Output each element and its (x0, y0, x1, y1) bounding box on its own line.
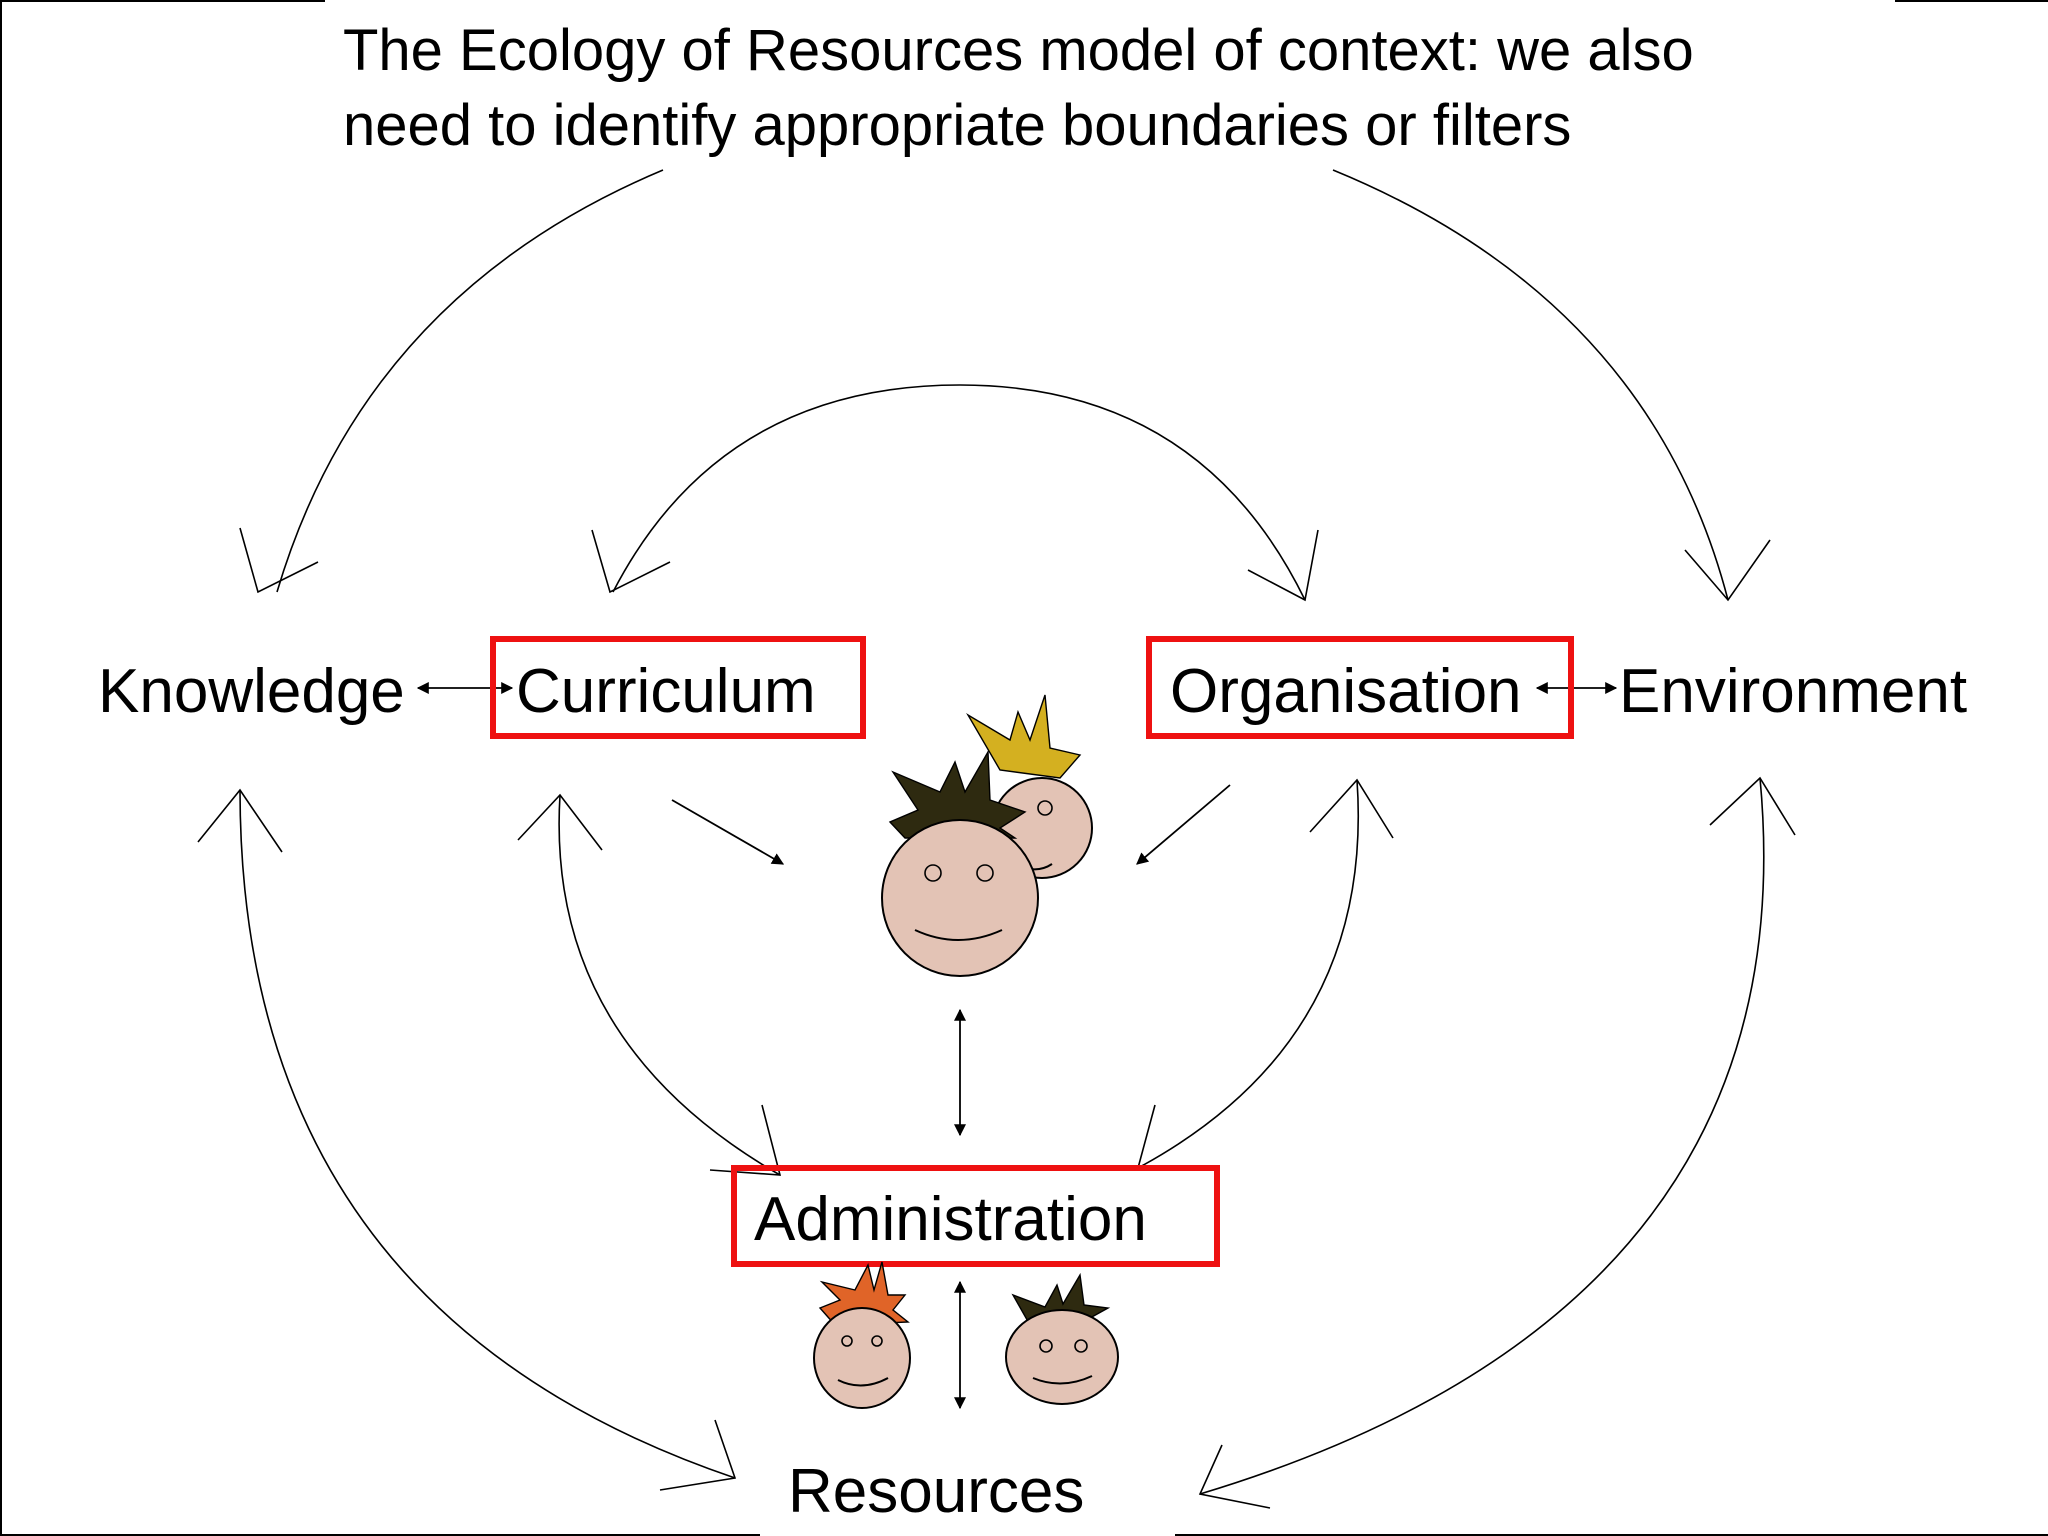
administration-filter-box (731, 1165, 1220, 1267)
learner-front-face-icon (881, 749, 1039, 977)
arrow-environment-to-resources (1199, 777, 1765, 1495)
connectors (416, 682, 1618, 1410)
arrow-curriculum-administration (558, 794, 781, 1176)
inner-arch (591, 384, 1319, 602)
knowledge-label: Knowledge (98, 657, 405, 726)
arrow-curriculum-organisation (612, 384, 1306, 601)
organisation-filter-box (1146, 636, 1574, 739)
arrow-organisation-to-learners (1136, 784, 1231, 865)
title-line-1: The Ecology of Resources model of contex… (343, 18, 1694, 83)
inner-side-arrows (517, 778, 1394, 1176)
title-line-2: need to identify appropriate boundaries … (343, 93, 1571, 158)
arrow-knowledge-to-resources (239, 789, 736, 1479)
two-learners-icon (881, 694, 1093, 977)
outer-arrows (197, 169, 1796, 1509)
admin-left-learner-icon (813, 1261, 911, 1409)
organisation-label: Organisation (1170, 657, 1522, 726)
curriculum-filter-box (490, 636, 866, 739)
arrow-title-to-environment (1332, 169, 1729, 601)
curriculum-label: Curriculum (516, 657, 816, 726)
resources-label: Resources (788, 1457, 1084, 1526)
arrow-title-to-knowledge (276, 169, 664, 593)
administration-label: Administration (754, 1185, 1147, 1254)
arrow-organisation-administration (1137, 779, 1360, 1169)
learner-back-face-icon (966, 694, 1093, 879)
admin-right-learner-icon (1005, 1272, 1119, 1405)
arrow-curriculum-to-learners (671, 799, 785, 865)
environment-label: Environment (1619, 657, 1967, 726)
